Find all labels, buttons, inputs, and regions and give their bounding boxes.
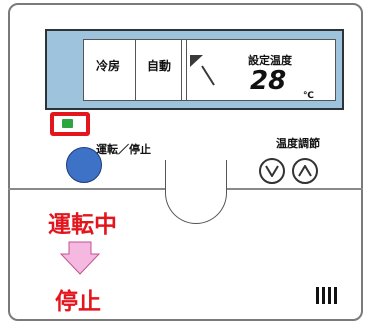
lcd-separator xyxy=(181,39,182,101)
chevron-down-icon xyxy=(265,165,279,177)
temperature-down-button[interactable] xyxy=(259,158,285,184)
stopped-status-text: 停止 xyxy=(55,289,101,315)
lcd-separator xyxy=(135,39,136,101)
arrow-down-icon xyxy=(60,241,100,275)
set-temperature-label: 設定温度 xyxy=(248,54,292,67)
lcd-display xyxy=(83,39,336,101)
temperature-adjust-label: 温度調節 xyxy=(276,137,320,150)
lcd-separator xyxy=(186,39,187,101)
grip-lines-icon xyxy=(316,287,337,304)
operation-lamp xyxy=(62,119,73,128)
running-status-text: 運転中 xyxy=(48,212,117,238)
operation-mode: 冷房 xyxy=(96,59,121,73)
chevron-up-icon xyxy=(298,165,312,177)
fan-speed-mode: 自動 xyxy=(147,59,172,73)
lid-finger-notch xyxy=(165,160,227,224)
louver-direction-icon xyxy=(190,55,215,86)
temperature-unit: ℃ xyxy=(303,91,314,101)
run-stop-button[interactable] xyxy=(66,147,102,183)
set-temperature-value: 28 xyxy=(250,66,287,96)
run-stop-label: 運転／停止 xyxy=(96,143,151,156)
temperature-up-button[interactable] xyxy=(292,158,318,184)
